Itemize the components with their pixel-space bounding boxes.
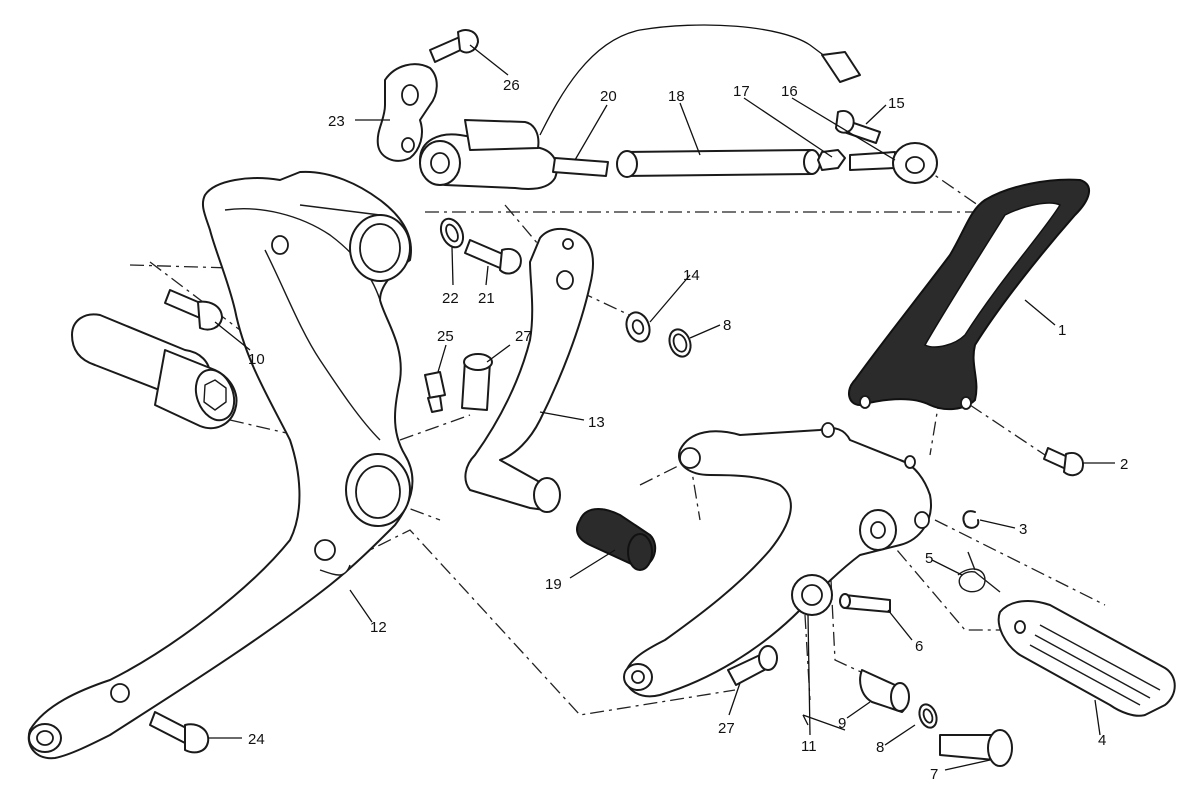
spacer-part-9	[859, 669, 910, 713]
callout-27-upper: 27	[515, 328, 532, 345]
bolt-part-24	[149, 711, 210, 754]
callout-1: 1	[1058, 322, 1066, 339]
nut-part-17	[817, 149, 846, 171]
callout-20: 20	[600, 88, 617, 105]
bolt-part-10	[164, 289, 223, 331]
spacer-sleeve	[71, 313, 238, 430]
rod-end-part-16	[849, 142, 938, 184]
footrest-bracket-part-11	[623, 422, 932, 698]
screw-part-25	[424, 371, 446, 413]
linkage-rod-part-18	[616, 149, 821, 178]
callout-6: 6	[915, 638, 923, 655]
callout-8-lower: 8	[876, 739, 884, 756]
footpeg-part-4	[997, 599, 1176, 717]
bolt-part-2	[1043, 447, 1084, 477]
switch-bracket-part-23	[376, 63, 438, 162]
callout-14: 14	[683, 267, 700, 284]
washer-part-22	[439, 217, 465, 249]
callout-25: 25	[437, 328, 454, 345]
callout-18: 18	[668, 88, 685, 105]
callout-3: 3	[1019, 521, 1027, 538]
pin-part-6	[839, 593, 891, 613]
callout-8-upper: 8	[723, 317, 731, 334]
spring-part-5	[957, 551, 1001, 593]
callout-labels: 1 2 3 4 5 6 7 8 8 9 10 11 12 13 14 15 16…	[248, 77, 1128, 783]
callout-15: 15	[888, 95, 905, 112]
callout-7: 7	[930, 766, 938, 783]
callout-23: 23	[328, 113, 345, 130]
leader-lines	[208, 44, 1115, 771]
callout-26: 26	[503, 77, 520, 94]
circlip-part-8-upper	[668, 328, 692, 358]
callout-21: 21	[478, 290, 495, 307]
main-bracket-part-12	[27, 170, 414, 760]
bolt-part-27-lower	[727, 645, 778, 686]
callout-27-lower: 27	[718, 720, 735, 737]
circlip-part-8-lower	[918, 703, 938, 729]
bolt-part-27-upper	[461, 353, 493, 411]
callout-12: 12	[370, 619, 387, 636]
callout-24: 24	[248, 731, 265, 748]
callout-10: 10	[248, 351, 265, 368]
heel-guard-part-1	[848, 178, 1090, 411]
callout-22: 22	[442, 290, 459, 307]
callout-13: 13	[588, 414, 605, 431]
callout-5: 5	[925, 550, 933, 567]
callout-19: 19	[545, 576, 562, 593]
callout-11: 11	[801, 738, 817, 755]
callout-17: 17	[733, 83, 750, 100]
bolt-part-21	[464, 239, 522, 275]
circlip-part-3	[962, 510, 980, 529]
callout-4: 4	[1098, 732, 1106, 749]
callout-16: 16	[781, 83, 798, 100]
pivot-bolt-part-7	[939, 729, 1013, 767]
callout-9: 9	[838, 715, 846, 732]
rubber-peg-part-19	[576, 508, 657, 571]
shift-lever-part-13	[464, 227, 594, 513]
brake-light-switch-part-20	[419, 24, 861, 190]
washer-part-14	[625, 311, 651, 343]
callout-2: 2	[1120, 456, 1128, 473]
